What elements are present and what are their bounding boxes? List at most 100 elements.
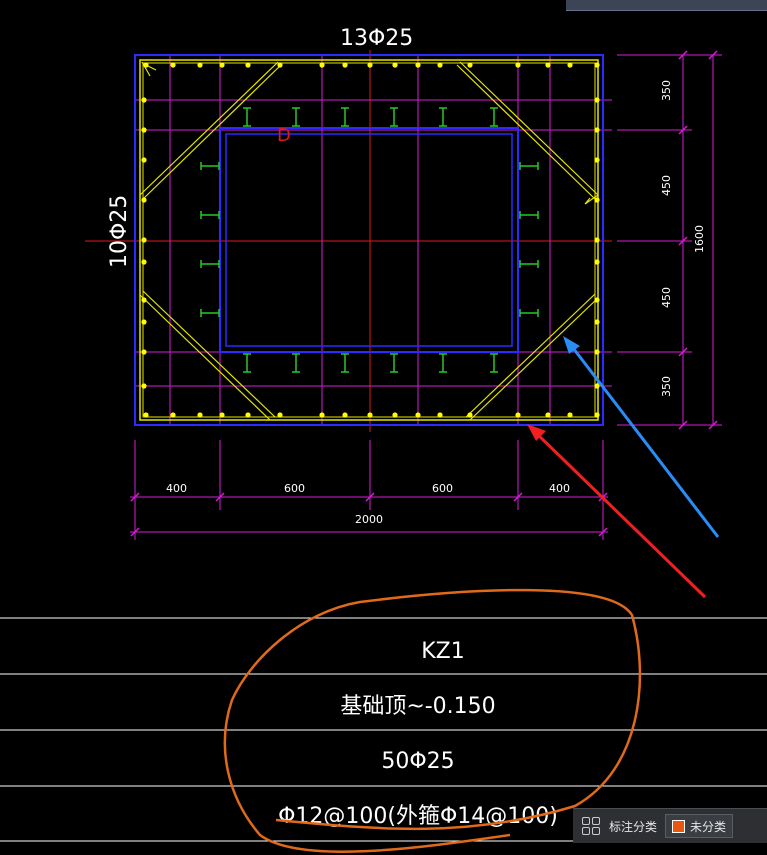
hook-mark [584, 194, 599, 205]
tie-bar [390, 107, 398, 127]
dim-bottom-1: 400 [166, 482, 187, 495]
rebar-dot [367, 62, 373, 68]
tie-bar [519, 211, 539, 219]
rebar-dot [141, 197, 147, 203]
tie-bar [519, 260, 539, 268]
rebar-dot [170, 62, 176, 68]
dim-total-width: 2000 [355, 513, 383, 526]
tie-bar [341, 353, 349, 373]
rebar-dot [219, 62, 225, 68]
outer-stirrup [139, 59, 599, 421]
inner-hollow-line [225, 133, 513, 347]
rebar-dot [197, 412, 203, 418]
rebar-dot [277, 62, 283, 68]
rebar-dot [141, 297, 147, 303]
rebar-dot [594, 319, 600, 325]
tie-bar [292, 107, 300, 127]
rebar-dot [277, 412, 283, 418]
rebar-dot [415, 412, 421, 418]
rebar-dot [545, 412, 551, 418]
rebar-dot [594, 97, 600, 103]
rebar-dot [197, 62, 203, 68]
dim-bottom-4: 400 [549, 482, 570, 495]
rebar-dot [141, 259, 147, 265]
table-main-rebar: 50Φ25 [381, 749, 454, 774]
rebar-dot [219, 412, 225, 418]
rebar-dot [437, 62, 443, 68]
tie-bar [200, 309, 220, 317]
tie-bar [200, 162, 220, 170]
tie-bar [390, 353, 398, 373]
rebar-dot [319, 412, 325, 418]
annotation-grid-icon[interactable] [581, 816, 601, 836]
rebar-dot [170, 412, 176, 418]
rebar-dot [467, 412, 473, 418]
rebar-dot [141, 349, 147, 355]
rebar-dot [545, 62, 551, 68]
inner-hollow [219, 127, 519, 353]
rebar-dot [567, 62, 573, 68]
category-select[interactable]: 未分类 [665, 814, 734, 838]
tie-bar [519, 309, 539, 317]
dimension-ticks [130, 50, 718, 537]
column-outline [134, 54, 604, 426]
tie-bar [439, 107, 447, 127]
rebar-dot [367, 412, 373, 418]
table-column-name: KZ1 [421, 639, 465, 664]
rebar-dot [594, 237, 600, 243]
rebar-dots [141, 62, 600, 418]
rebar-dot [141, 127, 147, 133]
rebar-dot [594, 197, 600, 203]
rebar-dot [467, 62, 473, 68]
rebar-dot [594, 62, 600, 68]
rebar-dot [415, 62, 421, 68]
annotation-statusbar: 标注分类 未分类 [573, 808, 767, 843]
rebar-dot [594, 259, 600, 265]
rebar-dot [594, 349, 600, 355]
red-arrow [527, 424, 707, 599]
rebar-dot [319, 62, 325, 68]
axis-lines [85, 50, 612, 432]
rebar-dot [594, 383, 600, 389]
dim-right-3: 450 [660, 287, 673, 308]
tie-bar [292, 353, 300, 373]
annotation-category-label: 标注分类 [609, 819, 658, 834]
rebar-dot [392, 62, 398, 68]
rebar-dot [141, 157, 147, 163]
blue-arrow [563, 336, 720, 538]
tie-bar [490, 107, 498, 127]
rebar-dot [594, 157, 600, 163]
dim-right-2: 450 [660, 175, 673, 196]
rebar-dot [143, 62, 149, 68]
rebar-dot [342, 62, 348, 68]
rebar-dot [594, 127, 600, 133]
dim-total-height: 1600 [693, 225, 706, 253]
rebar-dot [594, 297, 600, 303]
rebar-dot [141, 383, 147, 389]
tie-bar [519, 162, 539, 170]
category-color-swatch [672, 819, 686, 833]
side-rebar-label: 10Φ25 [107, 195, 132, 268]
rebar-dot [594, 412, 600, 418]
tie-bar [490, 353, 498, 373]
dim-bottom-3: 600 [432, 482, 453, 495]
rebar-dot [141, 319, 147, 325]
tie-bar [439, 353, 447, 373]
top-rebar-label: 13Φ25 [340, 26, 413, 51]
table-elevation: 基础顶~-0.150 [340, 694, 495, 719]
tie-bar [200, 211, 220, 219]
rebar-dot [392, 412, 398, 418]
rebar-dot [515, 412, 521, 418]
rebar-dot [515, 62, 521, 68]
dim-right-4: 350 [660, 376, 673, 397]
diagonal-stirrups [139, 61, 599, 421]
rebar-dot [141, 97, 147, 103]
category-value: 未分类 [690, 819, 727, 834]
rebar-dot [567, 412, 573, 418]
marker-label: D [277, 125, 291, 146]
window-title-strip [566, 0, 767, 11]
rebar-dot [245, 412, 251, 418]
tie-bars [200, 107, 539, 373]
tie-bar [200, 260, 220, 268]
